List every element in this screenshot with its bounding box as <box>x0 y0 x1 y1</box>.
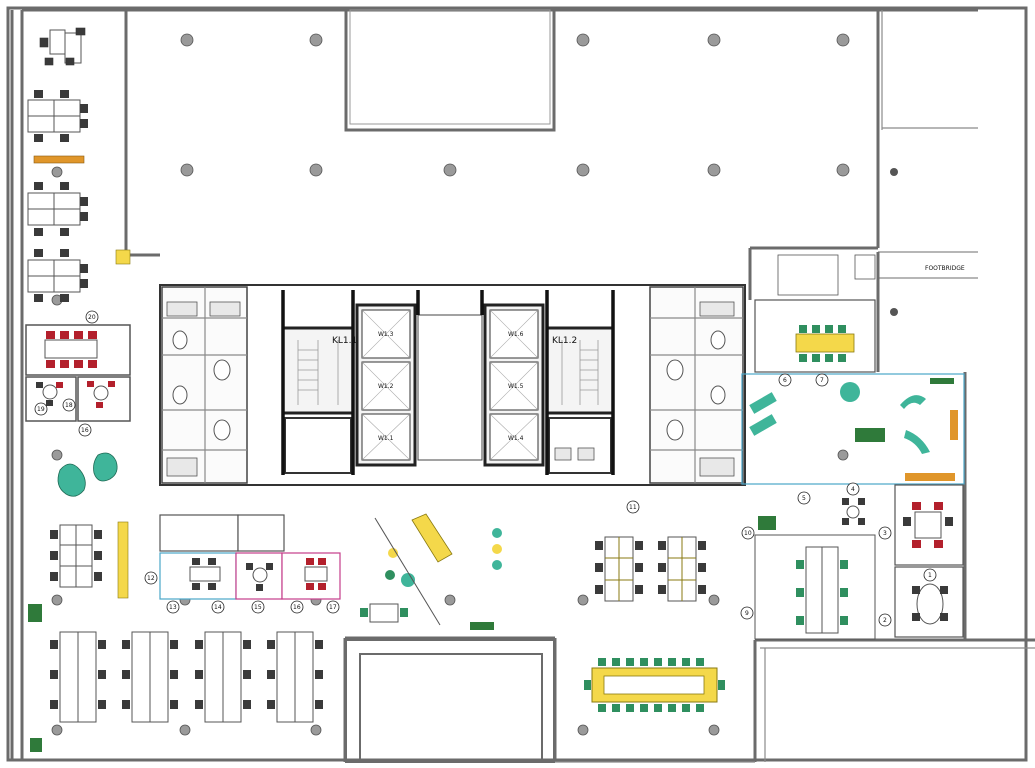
room-number-6: 6 <box>783 377 787 384</box>
meeting-room-north-east <box>754 254 876 373</box>
room-number-14: 14 <box>214 604 222 611</box>
room-number-19: 19 <box>37 406 45 413</box>
south-offices-12-17: 12 13 14 15 16 17 <box>144 514 341 614</box>
footbridge-label: FOOTBRIDGE <box>925 265 965 272</box>
structural-columns <box>51 33 850 736</box>
lift-label-1: W1.3 <box>378 331 394 338</box>
lift-label-5: W1.5 <box>508 383 524 390</box>
lounge-seating-left <box>57 452 118 497</box>
central-core: KL1.1 W1.3 W1.2 W1.1 W1.6 W1.5 W1.4 <box>159 284 746 486</box>
room-number-2: 2 <box>883 617 887 624</box>
east-wing-workstations: 9 <box>740 534 876 640</box>
room-number-10: 10 <box>744 530 752 537</box>
workstation-clusters-bottom-left <box>28 521 323 752</box>
room-number-1: 1 <box>928 572 932 579</box>
room-number-18: 18 <box>65 402 73 409</box>
left-wing-workstations <box>27 27 131 302</box>
room-number-15: 15 <box>254 604 262 611</box>
central-lounge <box>360 513 502 630</box>
room-number-11: 11 <box>629 504 637 511</box>
room-number-9: 9 <box>745 610 749 617</box>
room-number-16: 16 <box>81 427 89 434</box>
lounge-east: 7 6 <box>741 373 965 485</box>
east-meeting-rooms: 5 4 3 1 2 <box>797 482 964 638</box>
lift-label-4: W1.4 <box>508 435 524 442</box>
room-number-16b: 16 <box>293 604 301 611</box>
room-number-17: 17 <box>329 604 337 611</box>
atrium-void-bottom <box>345 639 555 763</box>
stair-label-left: KL1.1 <box>332 336 357 346</box>
lift-label-6: W1.6 <box>508 331 524 338</box>
room-number-7: 7 <box>820 377 824 384</box>
atrium-void-top <box>344 8 556 132</box>
meeting-rooms-19-18: 19 18 16 <box>25 376 131 437</box>
room-number-3: 3 <box>883 530 887 537</box>
room-number-13: 13 <box>169 604 177 611</box>
boardroom <box>584 658 725 712</box>
lift-label-2: W1.2 <box>378 383 394 390</box>
room-number-5: 5 <box>802 495 806 502</box>
room-number-12: 12 <box>147 575 155 582</box>
stair-label-right: KL1.2 <box>552 336 577 346</box>
footbridge: FOOTBRIDGE <box>890 168 965 316</box>
room-number-20: 20 <box>88 314 96 321</box>
meeting-room-20: 20 <box>25 310 131 376</box>
lift-label-3: W1.1 <box>378 435 394 442</box>
room-number-4: 4 <box>851 486 855 493</box>
office-zone-11: 11 10 <box>595 500 776 602</box>
